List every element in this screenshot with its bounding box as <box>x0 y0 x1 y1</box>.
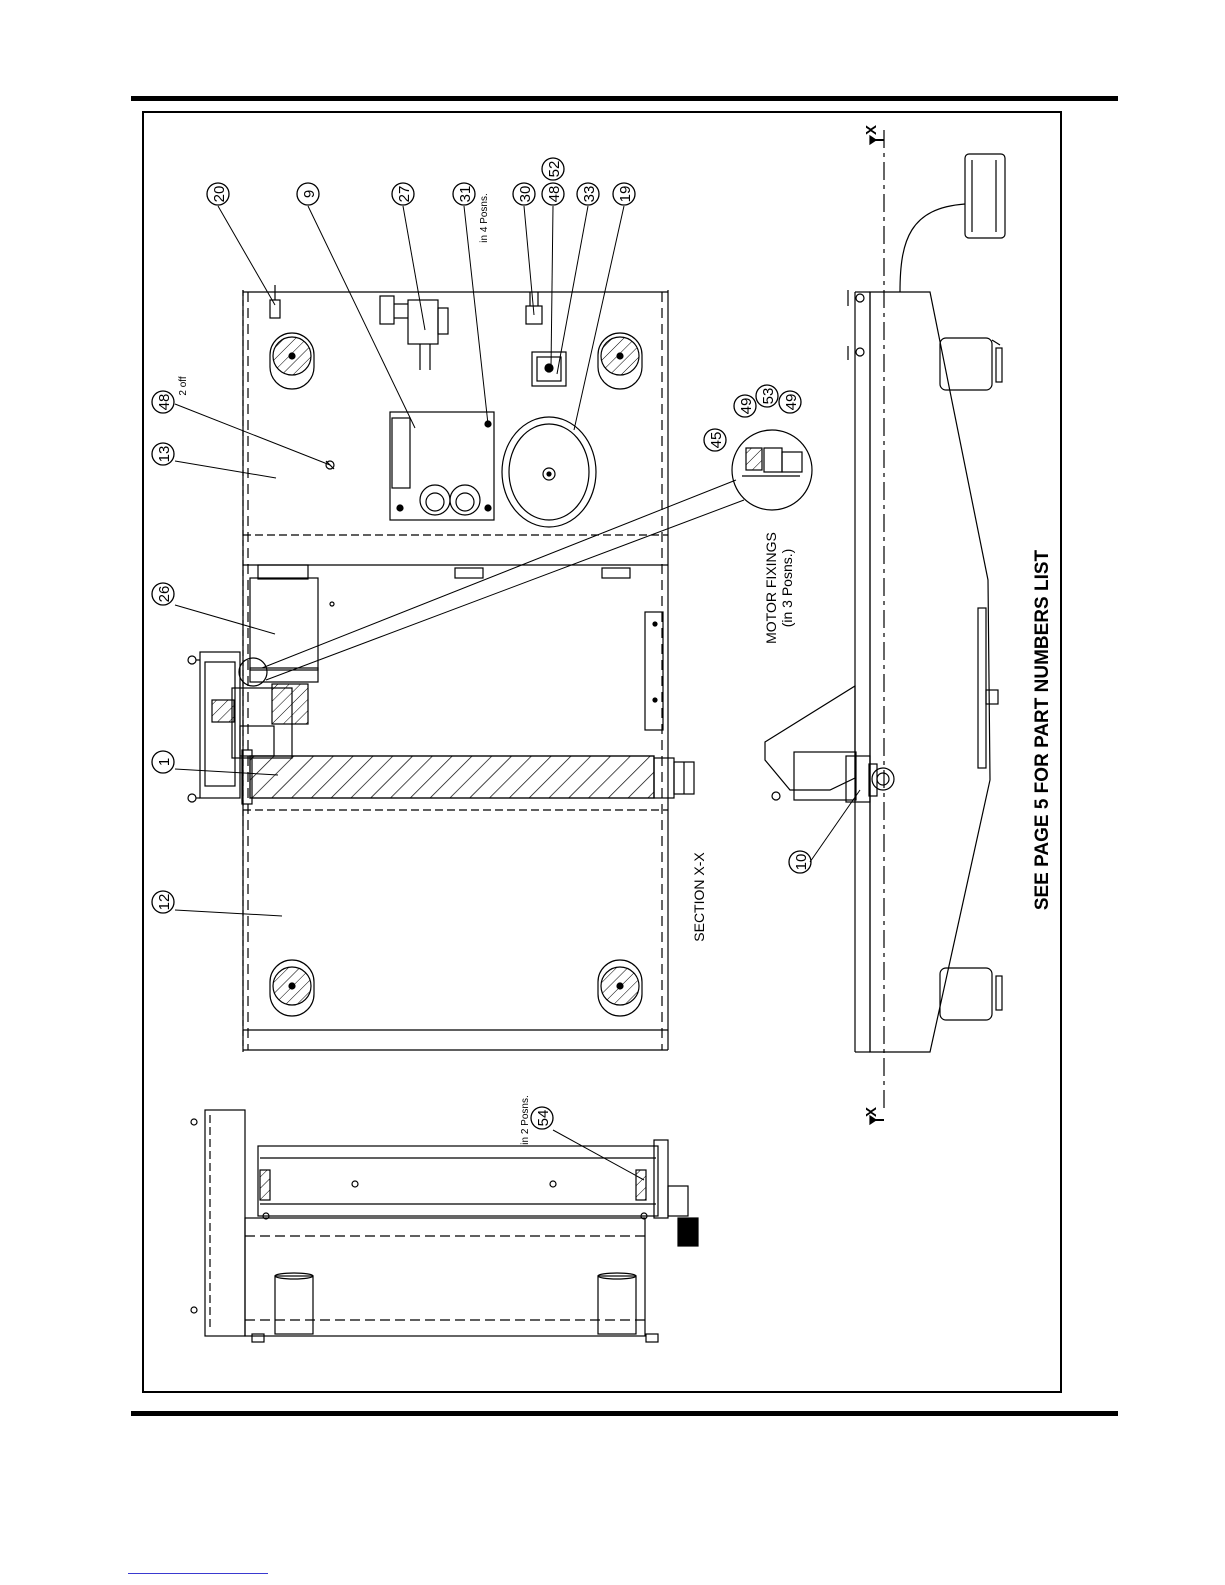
foot-bottom-left <box>270 960 314 1016</box>
relay-component <box>380 296 448 370</box>
callout-52: 52 <box>546 161 563 178</box>
note-in-4-posns: in 4 Posns. <box>479 193 490 242</box>
foot-top-left <box>270 333 314 389</box>
callout-27: 27 <box>396 186 413 203</box>
callout-19: 19 <box>617 186 634 203</box>
callout-53: 53 <box>760 388 777 405</box>
section-marker-bottom: X <box>863 1107 880 1117</box>
roller-hatched <box>242 750 694 804</box>
callout-1: 1 <box>156 758 173 766</box>
motor-fixings-detail <box>732 430 812 510</box>
motor-fixings-label: MOTOR FIXINGS <box>763 532 779 644</box>
section-marker-top: X <box>863 125 880 135</box>
callout-49-right: 49 <box>783 394 800 411</box>
callout-20: 20 <box>211 186 228 203</box>
callout-45: 45 <box>708 432 725 449</box>
end-elevation <box>191 1110 698 1342</box>
callout-13: 13 <box>156 446 173 463</box>
callout-circles <box>152 158 811 1129</box>
switch-20 <box>270 300 280 318</box>
motor-fixings-sublabel: (in 3 Posns.) <box>779 549 795 628</box>
section-view <box>188 285 694 1052</box>
callout-33: 33 <box>581 186 598 203</box>
side-elevation <box>765 130 1005 1124</box>
drum-component <box>502 417 596 527</box>
callout-12: 12 <box>156 894 173 911</box>
foot-top-right <box>598 333 642 389</box>
switch-component <box>532 352 566 386</box>
callout-54: 54 <box>535 1110 552 1127</box>
foot-bottom-right <box>598 960 642 1016</box>
callout-10: 10 <box>793 854 810 871</box>
section-label: SECTION X-X <box>691 852 707 942</box>
callout-9: 9 <box>301 190 318 198</box>
callout-49-left: 49 <box>738 398 755 415</box>
note-in-2-posns: in 2 Posns. <box>520 1095 531 1144</box>
callout-30: 30 <box>517 186 534 203</box>
pcb-board <box>390 412 494 520</box>
callout-26: 26 <box>156 586 173 603</box>
note-2-off: 2 off <box>178 376 189 395</box>
callout-48-side: 48 <box>156 394 173 411</box>
see-page-note: SEE PAGE 5 FOR PART NUMBERS LIST <box>1032 549 1053 910</box>
callout-31: 31 <box>457 186 474 203</box>
callout-48-top: 48 <box>546 186 563 203</box>
